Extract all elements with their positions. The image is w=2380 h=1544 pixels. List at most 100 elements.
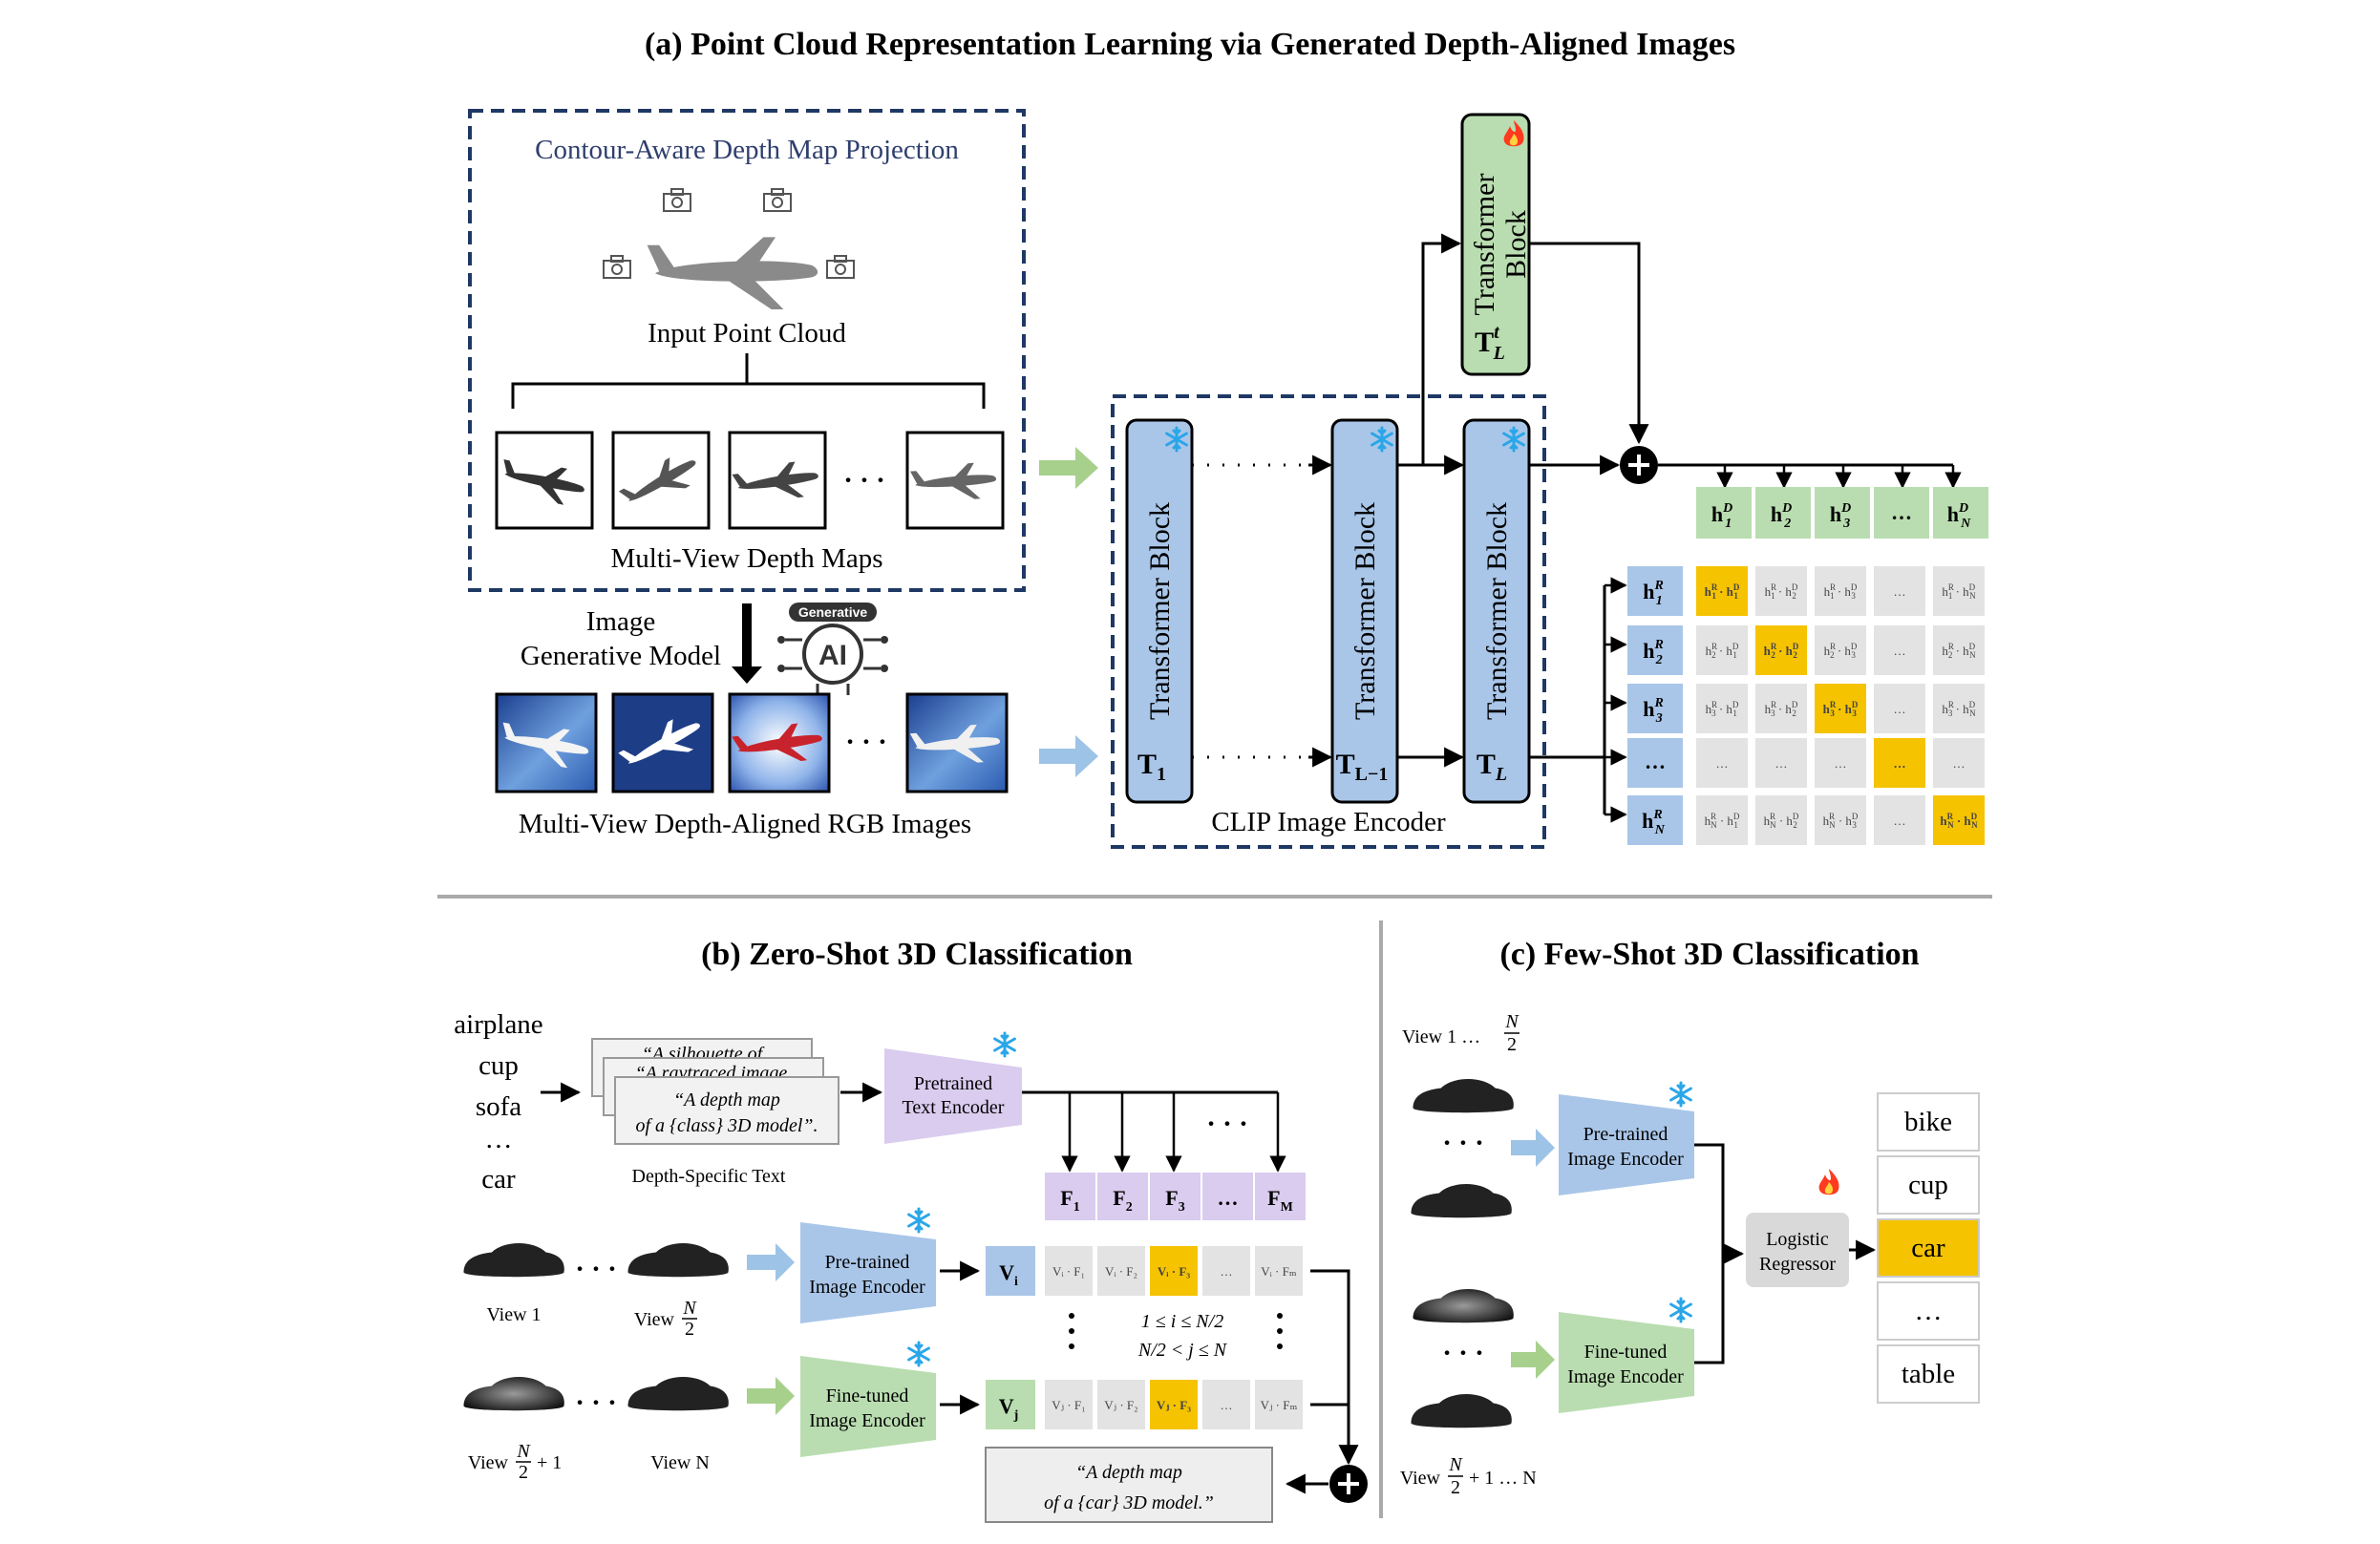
vi-row-cell — [1255, 1246, 1303, 1296]
tl1-sub: L−1 — [1355, 764, 1389, 785]
top-block-sub: L — [1493, 343, 1505, 364]
fine-encoder-b-line1: Fine-tuned — [826, 1385, 909, 1407]
matrix-cell — [1696, 684, 1748, 733]
vi-row-cell-text: Vᵢ · F₁ — [1052, 1264, 1085, 1279]
matrix-cell — [1815, 566, 1866, 616]
text-encoder-line1: Pretrained — [914, 1073, 992, 1094]
pre-encoder-c-line1: Pre-trained — [1583, 1124, 1668, 1145]
views-bracket — [511, 353, 986, 409]
depth-input-arrow — [1039, 447, 1098, 489]
matrix-cell — [1933, 625, 1985, 675]
view-half-plus-text: View — [468, 1452, 509, 1473]
block-3-text: Transformer Block — [1481, 502, 1513, 720]
f-label: F1 — [1060, 1186, 1079, 1215]
pre-input-arrow — [747, 1243, 795, 1281]
prompt-card-3-line1: “A depth map — [673, 1089, 780, 1110]
vj-row-cell-text: … — [1221, 1398, 1233, 1412]
hr-row-cell — [1627, 684, 1683, 733]
vj-row-cell — [1097, 1380, 1145, 1429]
matrix-cell — [1755, 738, 1807, 788]
finetuned-image-encoder-b: Fine-tuned Image Encoder — [800, 1341, 936, 1457]
matrix-cell — [1815, 625, 1866, 675]
rgb-ellipsis: · · · — [845, 727, 887, 757]
view-top-c-frac-bot: 2 — [1507, 1034, 1517, 1055]
hd-header-cell — [1755, 487, 1811, 539]
car-views-dots-1: · · · — [575, 1254, 617, 1284]
matrix-cell — [1696, 625, 1748, 675]
class-option-selected — [1877, 1218, 1980, 1278]
f-label: F3 — [1165, 1186, 1184, 1215]
vi-row-cell-text: Vᵢ · F₂ — [1105, 1264, 1137, 1279]
camera-icon — [763, 188, 792, 212]
input-point-cloud-label: Input Point Cloud — [648, 318, 846, 349]
matrix-cell — [1933, 738, 1985, 788]
matrix-cell — [1874, 566, 1925, 616]
matrix-cell-text: … — [1894, 644, 1906, 658]
rgb-image-thumbnails — [495, 692, 1009, 793]
snowflake-icon — [1669, 1081, 1692, 1108]
top-block-line1: Transformer — [1469, 174, 1500, 316]
matrix-cell-positive — [1815, 684, 1866, 733]
matrix-cell-positive — [1755, 625, 1807, 675]
f-label: FM — [1267, 1186, 1293, 1215]
rgb-input-arrow — [1039, 735, 1098, 777]
vi-row-cell-text: … — [1221, 1264, 1233, 1279]
result-prompt-box: “A depth map of a {car} 3D model.” — [985, 1447, 1273, 1523]
tl-sub: L — [1495, 764, 1507, 785]
hr-row-cell — [1627, 625, 1683, 675]
hd-header-cell — [1874, 487, 1929, 539]
projection-title: Contour-Aware Depth Map Projection — [535, 135, 959, 165]
matrix-cell-text: … — [1716, 756, 1729, 771]
vj-row-cell-text: Vⱼ · F₃ — [1157, 1398, 1191, 1412]
class-car: car — [481, 1164, 516, 1195]
view-half-text: View — [634, 1309, 675, 1330]
svg-text:TL−1: TL−1 — [1336, 749, 1389, 785]
car-silhouette-icon — [463, 1377, 564, 1411]
finetuned-image-encoder-c: Fine-tuned Image Encoder — [1559, 1297, 1694, 1413]
camera-icon — [826, 255, 855, 279]
class-option — [1877, 1344, 1980, 1404]
camera-icon — [663, 188, 691, 212]
f-cell — [1255, 1173, 1306, 1220]
depth-ellipsis: · · · — [843, 465, 885, 496]
class-option-label: bike — [1904, 1107, 1952, 1137]
snowflake-icon — [907, 1207, 930, 1234]
plus-circle-icon — [1620, 446, 1658, 484]
matrix-cell-text: … — [1953, 756, 1966, 771]
svg-text:TtL: TtL — [1475, 322, 1505, 364]
pre-input-arrow-c — [1511, 1129, 1555, 1167]
matrix-cell-text: … — [1894, 702, 1906, 716]
view-bottom-c-frac-top: N — [1448, 1454, 1463, 1475]
hr-row-cell — [1627, 738, 1683, 788]
car-silhouette-icon — [1413, 1289, 1514, 1323]
top-block-line2: Block — [1500, 210, 1532, 279]
car-silhouette-icon — [627, 1243, 729, 1278]
matrix-cell — [1696, 738, 1748, 788]
ai-text: AI — [818, 640, 847, 671]
class-option — [1877, 1155, 1980, 1215]
view-half-plus-frac-top: N — [516, 1441, 531, 1462]
vi-row-cell — [1097, 1246, 1145, 1296]
view-half-plus-tail: + 1 — [537, 1452, 562, 1473]
matrix-cell — [1815, 795, 1866, 845]
class-option-label: cup — [1908, 1170, 1948, 1200]
car-silhouette-icon — [627, 1377, 729, 1411]
flame-icon — [1818, 1169, 1839, 1195]
fine-input-arrow — [747, 1377, 795, 1415]
view-half-label: View N 2 — [634, 1298, 697, 1340]
vj-row-cell-text: Vⱼ · F₂ — [1104, 1398, 1137, 1412]
view-top-label-c: View 1 … N 2 — [1402, 1011, 1519, 1055]
vi-row-cell — [1045, 1246, 1093, 1296]
vj-row-cell-text: Vⱼ · Fₘ — [1261, 1398, 1298, 1412]
clip-encoder-box — [1111, 394, 1546, 849]
transformer-block-3: Transformer Block TL — [1462, 418, 1531, 804]
